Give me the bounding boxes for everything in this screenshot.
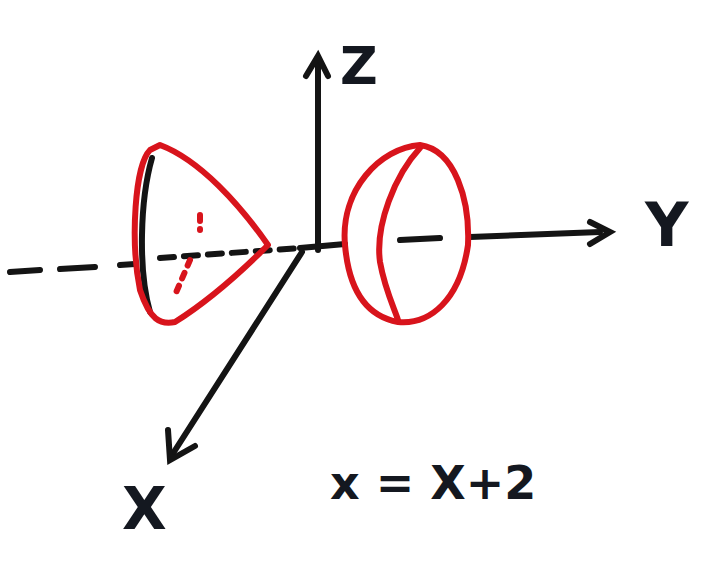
y-arrowhead <box>590 222 610 244</box>
axis-label: Z <box>340 40 378 92</box>
red-shapes <box>135 145 468 323</box>
equation-label: x = X+2 <box>330 460 536 506</box>
axis-label: Y <box>645 195 688 255</box>
y-axis-center <box>300 244 345 248</box>
x-arrowhead <box>168 430 195 460</box>
cone-hidden-lines <box>175 215 200 295</box>
axis-lines <box>10 56 610 460</box>
z-arrowhead <box>306 56 328 76</box>
y-axis-hidden <box>160 248 300 258</box>
right-cone <box>345 145 469 322</box>
axis-label: X <box>122 480 167 538</box>
y-axis-dashes <box>10 264 135 272</box>
z-axis <box>315 60 321 250</box>
y-axis-right <box>400 232 600 240</box>
x-axis <box>172 252 302 455</box>
cone-rim <box>142 158 152 312</box>
left-cone <box>135 145 268 323</box>
right-cone-rim <box>379 148 420 320</box>
